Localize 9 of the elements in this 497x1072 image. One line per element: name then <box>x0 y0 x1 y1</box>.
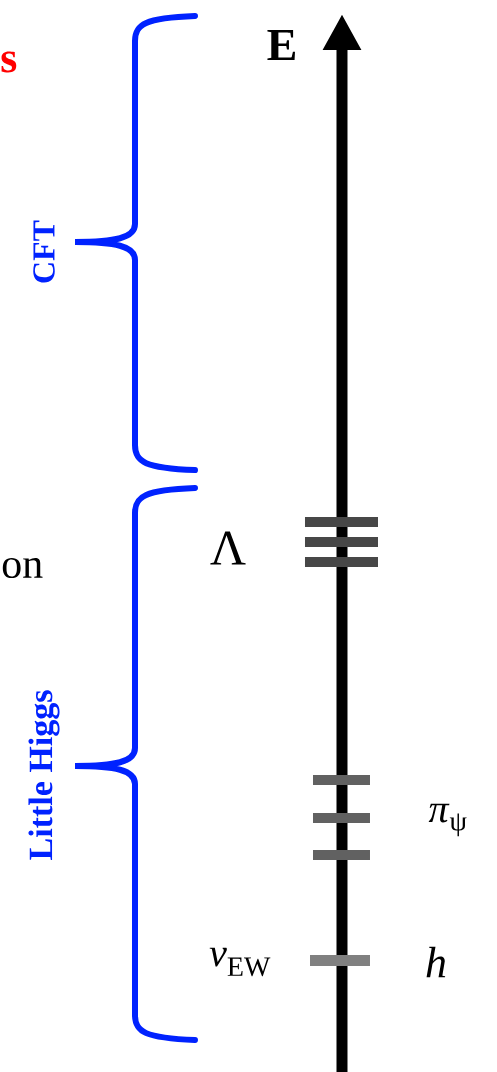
axis-label: E <box>267 29 295 61</box>
scale-label: Λ <box>210 531 246 565</box>
heading-text: s <box>1 51 17 73</box>
body-text: on <box>2 557 43 579</box>
scale-label: v$_{EW}$ <box>209 947 271 977</box>
range-label: CFT <box>33 220 55 283</box>
range-label: Little Higgs <box>28 690 60 860</box>
scale-label: π$_{ψ}$ <box>428 803 467 837</box>
scale-label: h <box>426 946 446 978</box>
